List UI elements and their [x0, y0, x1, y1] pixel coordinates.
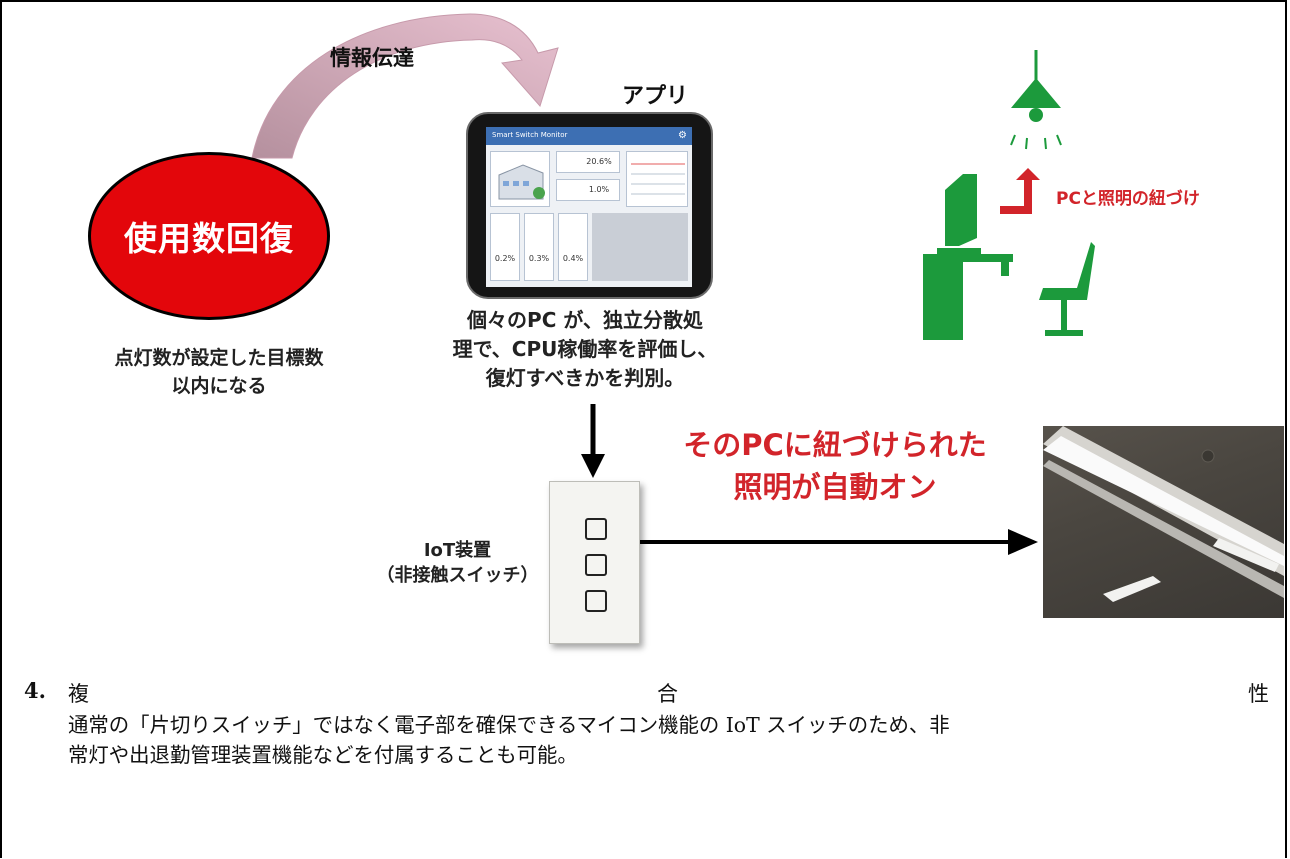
iot-switch — [549, 481, 640, 644]
card-value: 0.3% — [528, 254, 550, 263]
recovery-oval: 使用数回復 — [88, 152, 330, 320]
switch-button-icon — [585, 590, 607, 612]
recovery-caption-line: 点灯数が設定した目標数 — [114, 347, 324, 369]
auto-on-line: 照明が自動オン — [733, 470, 937, 504]
tablet-header-title: Smart Switch Monitor — [492, 131, 568, 139]
value-panel-1: 20.6% — [556, 151, 620, 173]
heading-char: 複 — [68, 682, 89, 706]
app-caption-line: 個々のPC が、独立分散処 — [467, 308, 703, 332]
body-line: 常灯や出退勤管理装置機能などを付属することも可能。 — [68, 743, 578, 767]
recovery-caption-line: 以内になる — [171, 375, 267, 397]
flow-label: 情報伝達 — [330, 46, 414, 70]
down-arrow — [581, 404, 605, 478]
settings-icon: ⚙ — [678, 130, 687, 141]
ceiling-light-photo — [1043, 426, 1284, 618]
pc-light-illustration — [923, 50, 1095, 340]
building-panel — [490, 151, 550, 207]
app-label: アプリ — [622, 84, 689, 109]
body-line: 通常の「片切りスイッチ」ではなく電子部を確保できるマイコン機能の IoT スイッ… — [68, 713, 950, 737]
building-icon — [498, 164, 545, 200]
body-text: 通常の「片切りスイッチ」ではなく電子部を確保できるマイコン機能の IoT スイッ… — [68, 710, 1283, 770]
tablet-device: Smart Switch Monitor ⚙ 20.6% 1.0% — [466, 112, 713, 299]
iot-label-line: IoT装置 — [423, 540, 492, 561]
app-caption-line: 理で、CPU稼働率を評価し、 — [452, 337, 718, 361]
graph-panel — [626, 151, 688, 207]
value-text-1: 20.6% — [586, 157, 612, 166]
card-value: 0.2% — [494, 254, 516, 263]
switch-button-icon — [585, 518, 607, 540]
card-value: 0.4% — [562, 254, 584, 263]
value-text-2: 1.0% — [588, 185, 610, 194]
empty-panel — [592, 213, 688, 281]
iot-label: IoT装置 （非接触スイッチ） — [360, 538, 555, 588]
iot-label-line: （非接触スイッチ） — [376, 565, 539, 586]
switch-button-icon — [585, 554, 607, 576]
card-panel-3: 0.4% — [558, 213, 588, 281]
card-panel-2: 0.3% — [524, 213, 554, 281]
heading-char: 合 — [657, 682, 678, 706]
app-caption: 個々のPC が、独立分散処 理で、CPU稼働率を評価し、 復灯すべきかを判別。 — [420, 306, 750, 393]
graph-lines — [631, 163, 685, 195]
auto-on-line: そのPCに紐づけられた — [683, 428, 987, 462]
tablet-header-bar: Smart Switch Monitor ⚙ — [486, 127, 692, 145]
recovery-caption: 点灯数が設定した目標数 以内になる — [74, 344, 364, 400]
link-arrow — [1000, 168, 1040, 214]
flow-arrow — [251, 13, 559, 159]
item-number: 4. — [24, 678, 46, 703]
fluorescent-light-icon — [1043, 426, 1284, 602]
right-arrow — [640, 529, 1038, 555]
heading-char: 性 — [1248, 682, 1269, 706]
app-caption-line: 復灯すべきかを判別。 — [485, 366, 685, 390]
tablet-screen: Smart Switch Monitor ⚙ 20.6% 1.0% — [486, 127, 692, 287]
auto-on-text: そのPCに紐づけられた 照明が自動オン — [660, 424, 1010, 508]
card-panel-1: 0.2% — [490, 213, 520, 281]
recovery-oval-label: 使用数回復 — [124, 219, 294, 258]
pc-light-link-label: PCと照明の紐づけ — [1056, 189, 1200, 209]
value-panel-2: 1.0% — [556, 179, 620, 201]
